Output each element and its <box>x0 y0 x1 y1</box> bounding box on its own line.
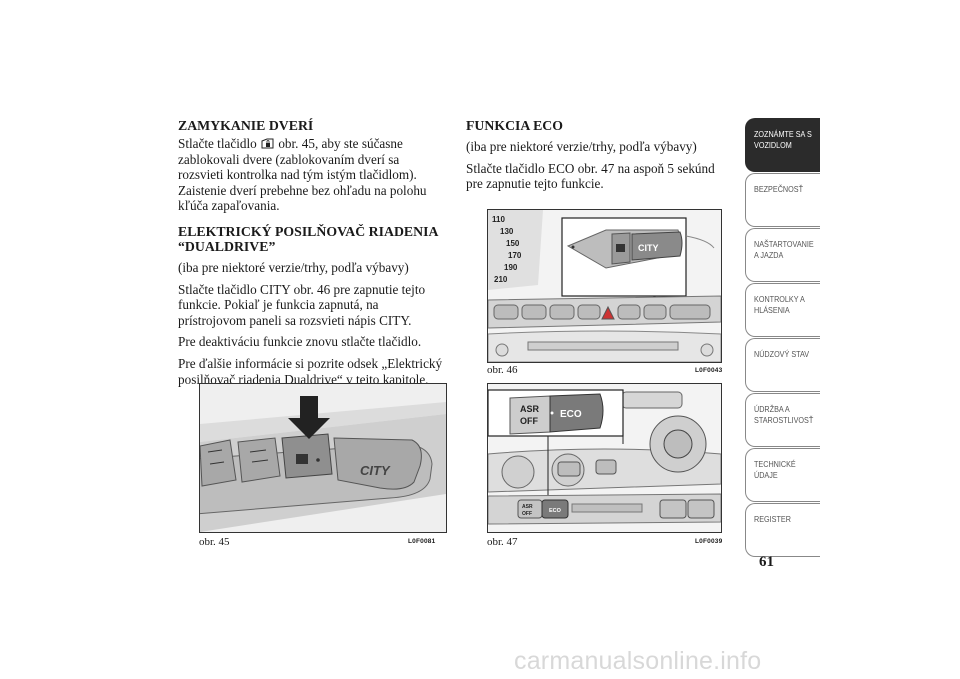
svg-text:OFF: OFF <box>522 511 532 517</box>
left-column: ZAMYKANIE DVERÍ Stlačte tlačidlo obr. 45… <box>178 118 446 393</box>
tab-warning-lights[interactable]: KONTROLKY A HLÁSENIA <box>745 283 820 337</box>
figure-47-caption: obr. 47 <box>487 536 518 548</box>
tab-index[interactable]: REGISTER <box>745 503 820 557</box>
figure-45: CITY <box>199 383 447 533</box>
tab-label: NÚDZOVÝ STAV <box>754 349 810 359</box>
tab-label: NAŠTARTOVANIE A JAZDA <box>754 239 814 260</box>
figure-46: 110 130 150 170 190 210 CITY <box>487 209 722 363</box>
figure-45-illustration: CITY <box>200 384 446 532</box>
svg-text:ECO: ECO <box>549 508 562 514</box>
figure-46-caption: obr. 46 <box>487 364 518 376</box>
tab-label: TECHNICKÉ ÚDAJE <box>754 459 796 480</box>
section-title-door-lock: ZAMYKANIE DVERÍ <box>178 118 314 133</box>
tab-label: ÚDRŽBA A STAROSTLIVOSŤ <box>754 404 814 425</box>
chapter-tabs: ZOZNÁMTE SA S VOZIDLOM BEZPEČNOSŤ NAŠTAR… <box>745 118 820 558</box>
fig46-city-text: CITY <box>638 243 659 253</box>
speed-210: 210 <box>494 275 508 284</box>
eco-paragraph: Stlačte tlačidlo ECO obr. 47 na aspoň 5 … <box>466 160 715 192</box>
dualdrive-paragraph-3: Pre ďalšie informácie si pozrite odsek „… <box>178 355 443 387</box>
svg-text:OFF: OFF <box>520 416 538 426</box>
tab-starting-driving[interactable]: NAŠTARTOVANIE A JAZDA <box>745 228 820 282</box>
page-number: 61 <box>759 554 774 570</box>
figure-47: ASR OFF ECO ASR OFF ECO <box>487 383 722 533</box>
tab-label: REGISTER <box>754 514 791 524</box>
figure-45-code: L0F0081 <box>408 538 436 545</box>
figure-46-illustration: 110 130 150 170 190 210 CITY <box>488 210 721 362</box>
door-lock-icon <box>261 138 274 149</box>
right-column: FUNKCIA ECO (iba pre niektoré verzie/trh… <box>466 118 734 198</box>
door-lock-text-b: obr. 45, aby ste súčasne zablokovali dve… <box>178 136 427 214</box>
speed-110: 110 <box>492 215 505 224</box>
speed-150: 150 <box>506 239 520 248</box>
tab-technical-data[interactable]: TECHNICKÉ ÚDAJE <box>745 448 820 502</box>
tab-label: ZOZNÁMTE SA S VOZIDLOM <box>754 129 812 150</box>
figure-47-illustration: ASR OFF ECO ASR OFF ECO <box>488 384 721 532</box>
dualdrive-paragraph-2: Pre deaktiváciu funkcie znovu stlačte tl… <box>178 334 422 350</box>
tab-maintenance[interactable]: ÚDRŽBA A STAROSTLIVOSŤ <box>745 393 820 447</box>
tab-label: BEZPEČNOSŤ <box>754 184 803 194</box>
fig47-eco-text: ECO <box>560 409 582 420</box>
watermark: carmanualsonline.info <box>514 647 762 675</box>
dualdrive-subtitle: (iba pre niektoré verzie/trhy, podľa výb… <box>178 259 409 275</box>
figure-47-code: L0F0039 <box>695 538 723 545</box>
section-title-dualdrive: ELEKTRICKÝ POSILŇOVAČ RIADENIA “DUALDRIV… <box>178 223 438 254</box>
fig45-city-text: CITY <box>360 463 391 478</box>
speed-190: 190 <box>504 263 518 272</box>
eco-subtitle: (iba pre niektoré verzie/trhy, podľa výb… <box>466 139 697 154</box>
svg-text:ASR: ASR <box>520 404 540 414</box>
dualdrive-paragraph-1: Stlačte tlačidlo CITY obr. 46 pre zapnut… <box>178 281 426 328</box>
tab-emergency[interactable]: NÚDZOVÝ STAV <box>745 338 820 392</box>
figure-45-caption: obr. 45 <box>199 536 230 548</box>
speed-170: 170 <box>508 251 522 260</box>
svg-text:ASR: ASR <box>522 504 533 510</box>
figure-46-code: L0F0043 <box>695 367 723 374</box>
door-lock-text-a: Stlačte tlačidlo <box>178 136 261 151</box>
tab-vehicle[interactable]: ZOZNÁMTE SA S VOZIDLOM <box>745 118 820 172</box>
door-lock-paragraph: Stlačte tlačidlo obr. 45, aby ste súčasn… <box>178 136 446 214</box>
section-title-eco: FUNKCIA ECO <box>466 118 563 133</box>
tab-safety[interactable]: BEZPEČNOSŤ <box>745 173 820 227</box>
speed-130: 130 <box>500 227 514 236</box>
tab-label: KONTROLKY A HLÁSENIA <box>754 294 805 315</box>
